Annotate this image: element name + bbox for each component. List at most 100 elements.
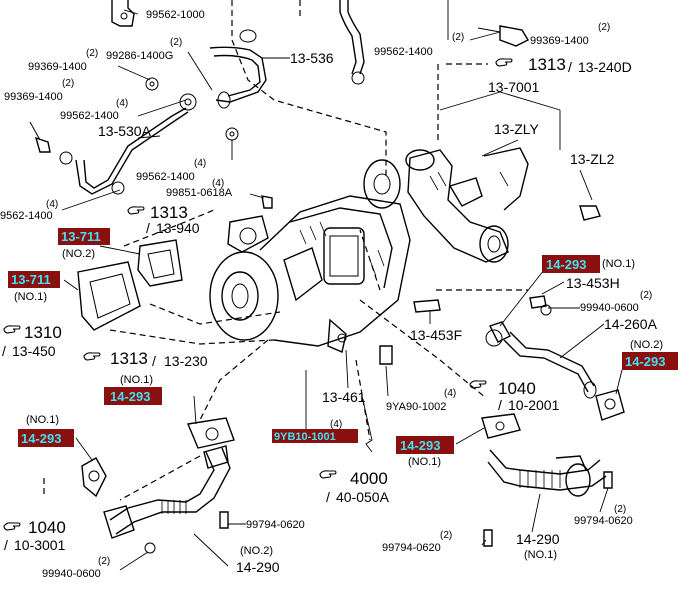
qty-99562-1400-l: (4): [116, 98, 128, 109]
label-14-290-right: 14-290: [516, 531, 560, 547]
ref-13-940: 13-940: [156, 220, 200, 236]
label-99794-0620-c: 99794-0620: [246, 519, 305, 531]
tag-14-293-no1-bottom-left[interactable]: 14-293: [18, 429, 74, 447]
ref-13-230: 13-230: [164, 353, 208, 369]
label-no2-14-293-r: (NO.2): [630, 339, 663, 351]
tag-13-711-no2[interactable]: 13-711: [58, 228, 110, 245]
label-no1-14-293-l: (NO.1): [120, 374, 153, 386]
label-13-530a: 13-530A: [98, 123, 152, 139]
label-99562-1400-tr: 99562-1400: [374, 46, 433, 58]
label-99851-0618a: 99851-0618A: [166, 187, 233, 199]
label-99562-1400-mid: 99562-1400: [136, 171, 195, 183]
label-99286-1400g: 99286-1400G: [106, 50, 173, 62]
ref-1313-top-right: 1313: [528, 55, 566, 74]
label-99562-1000-top: 99562-1000: [146, 9, 205, 21]
tag-text: 13-711: [61, 229, 101, 244]
qty-99369-1400-tr: (2): [598, 22, 610, 33]
ref-40-050a: 40-050A: [336, 489, 390, 505]
highlighted-part-tags: 13-711 13-711 14-293 14-293 14-293 9YB10…: [8, 228, 678, 454]
qty-99562-1400-mid: (4): [194, 158, 206, 169]
flex-pipe-14-290-no2: [103, 445, 231, 554]
dashed-guide-lines: [43, 0, 528, 501]
label-no1-14-293-bl: (NO.1): [26, 414, 59, 426]
label-99940-0600-bl: 99940-0600: [42, 568, 101, 580]
tag-text: 14-293: [400, 438, 440, 453]
qty-9562-1400: (4): [46, 199, 58, 210]
turbo-elbow-assembly: [405, 147, 529, 263]
parts-artwork: [29, 0, 625, 554]
turbocharger-assembly: [209, 159, 411, 353]
label-99794-0620-b: 99794-0620: [382, 542, 441, 554]
ref-10-3001: 10-3001: [14, 537, 66, 553]
tag-13-711-no1[interactable]: 13-711: [8, 271, 60, 288]
qty-99851: (4): [212, 178, 224, 189]
label-9562-1400: 9562-1400: [0, 210, 53, 222]
label-99369-1400-l2: 99369-1400: [4, 91, 63, 103]
ref-1040-right: 1040: [498, 379, 536, 398]
qty-99794-0620-b: (2): [440, 530, 452, 541]
qty-99369-1400-l2: (2): [62, 78, 74, 89]
qty-9yb10: (4): [330, 419, 342, 430]
label-13-zly: 13-ZLY: [494, 121, 540, 137]
label-13-zl2: 13-ZL2: [570, 151, 615, 167]
part-number-labels: 99562-1000 (2) 99286-1400G 13-536 (2) 99…: [0, 9, 663, 580]
tag-14-293-no2-right[interactable]: 14-293: [622, 352, 678, 370]
label-14-290-left: 14-290: [236, 559, 280, 575]
tag-14-293-no1-center[interactable]: 14-293: [396, 436, 454, 454]
tag-text: 14-293: [110, 389, 150, 404]
qty-9ya90: (4): [444, 388, 456, 399]
label-slash-13-240d: /: [568, 59, 572, 75]
leader-lines: [61, 0, 623, 571]
label-99794-0620-r: 99794-0620: [574, 515, 633, 527]
label-slash-13-230: /: [152, 353, 156, 369]
qty-99562-1400-tr: (2): [452, 32, 464, 43]
label-no1-13-711: (NO.1): [14, 291, 47, 303]
label-13-453h: 13-453H: [566, 275, 620, 291]
label-99940-0600-r: 99940-0600: [580, 302, 639, 314]
qty-99369-1400-l1: (2): [86, 48, 98, 59]
label-99369-1400-tr: 99369-1400: [530, 35, 589, 47]
label-slash-13-450: /: [2, 343, 6, 359]
label-13-453f: 13-453F: [410, 327, 462, 343]
tag-text: 14-293: [21, 431, 61, 446]
label-no1-14-293-c: (NO.1): [408, 456, 441, 468]
ref-1310: 1310: [24, 323, 62, 342]
pointing-hand-icon: [319, 470, 337, 479]
ref-1313-mid: 1313: [150, 203, 188, 222]
qty-99286: (2): [170, 37, 182, 48]
pointing-hand-icon: [3, 325, 21, 334]
tag-14-293-no1-right[interactable]: 14-293: [542, 255, 600, 273]
label-no2-14-290: (NO.2): [240, 545, 273, 557]
label-no1-14-293-r: (NO.1): [602, 258, 635, 270]
ref-4000: 4000: [350, 469, 388, 488]
label-slash-40-050a: /: [326, 489, 330, 505]
pointing-hand-icon: [127, 206, 145, 215]
label-99369-1400-l1: 99369-1400: [28, 61, 87, 73]
ref-10-2001: 10-2001: [508, 397, 560, 413]
label-9ya90-1002: 9YA90-1002: [386, 401, 446, 413]
label-14-260a: 14-260A: [604, 316, 658, 332]
label-slash-13-940: /: [146, 220, 150, 236]
tag-text: 14-293: [625, 354, 665, 369]
ref-1313-low: 1313: [110, 349, 148, 368]
label-99562-1400-l: 99562-1400: [60, 110, 119, 122]
ref-1040-left: 1040: [28, 518, 66, 537]
label-slash-10-3001: /: [4, 537, 8, 553]
tag-text: 14-293: [546, 257, 586, 272]
label-no1-14-290: (NO.1): [524, 549, 557, 561]
qty-99794-0620-r: (2): [614, 504, 626, 515]
label-no2-13-711: (NO.2): [62, 248, 95, 260]
tag-14-293-no1-left[interactable]: 14-293: [104, 387, 162, 405]
label-13-461: 13-461: [322, 389, 366, 405]
exhaust-pipe-14-260a: [485, 321, 625, 421]
tag-text: 13-711: [11, 272, 51, 287]
label-13-7001: 13-7001: [488, 79, 540, 95]
tag-9yb10-1001[interactable]: 9YB10-1001: [272, 429, 358, 443]
label-13-536: 13-536: [290, 50, 334, 66]
pointing-hand-icon: [83, 352, 101, 361]
pointing-hand-icon: [3, 522, 21, 531]
qty-99940-0600-r: (2): [640, 290, 652, 301]
flex-pipe-14-290-no1: [483, 449, 613, 547]
tag-text: 9YB10-1001: [274, 431, 336, 443]
pointing-hand-icon: [495, 58, 513, 67]
